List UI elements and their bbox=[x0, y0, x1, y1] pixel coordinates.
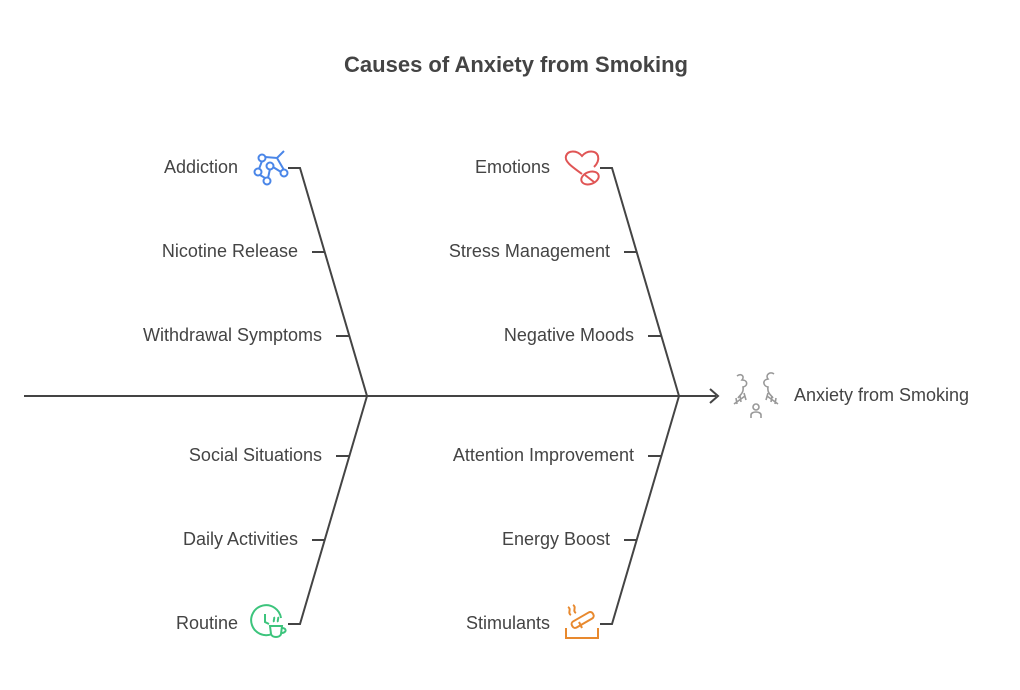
category-label-emotions: Emotions bbox=[474, 157, 550, 177]
bone-emotions bbox=[600, 167, 680, 397]
network-nodes-icon bbox=[253, 150, 289, 186]
category-label-addiction: Addiction bbox=[163, 157, 238, 177]
effect-label: Anxiety from Smoking bbox=[794, 385, 970, 405]
cause-label-negative-moods: Negative Moods bbox=[503, 325, 634, 345]
cause-label-nicotine-release: Nicotine Release bbox=[161, 241, 298, 261]
cause-label-daily-activities: Daily Activities bbox=[182, 529, 298, 549]
diagram-title: Causes of Anxiety from Smoking bbox=[344, 52, 688, 77]
cause-label-energy-boost: Energy Boost bbox=[501, 529, 610, 549]
spine-arrowhead bbox=[709, 388, 720, 404]
cause-label-withdrawal-symptoms: Withdrawal Symptoms bbox=[142, 325, 322, 345]
category-label-stimulants: Stimulants bbox=[465, 613, 550, 633]
clock-cup-icon bbox=[250, 604, 287, 638]
cause-label-attention-improvement: Attention Improvement bbox=[452, 445, 634, 465]
category-label-routine: Routine bbox=[175, 613, 238, 633]
heart-pill-icon bbox=[564, 150, 600, 186]
bone-stimulants bbox=[600, 395, 680, 625]
bone-addiction bbox=[288, 167, 368, 397]
cause-label-stress-management: Stress Management bbox=[448, 241, 610, 261]
smoke-person-icon bbox=[733, 372, 779, 418]
cause-label-social-situations: Social Situations bbox=[188, 445, 322, 465]
cigarette-ashtray-icon bbox=[565, 604, 599, 639]
bone-routine bbox=[288, 395, 368, 625]
